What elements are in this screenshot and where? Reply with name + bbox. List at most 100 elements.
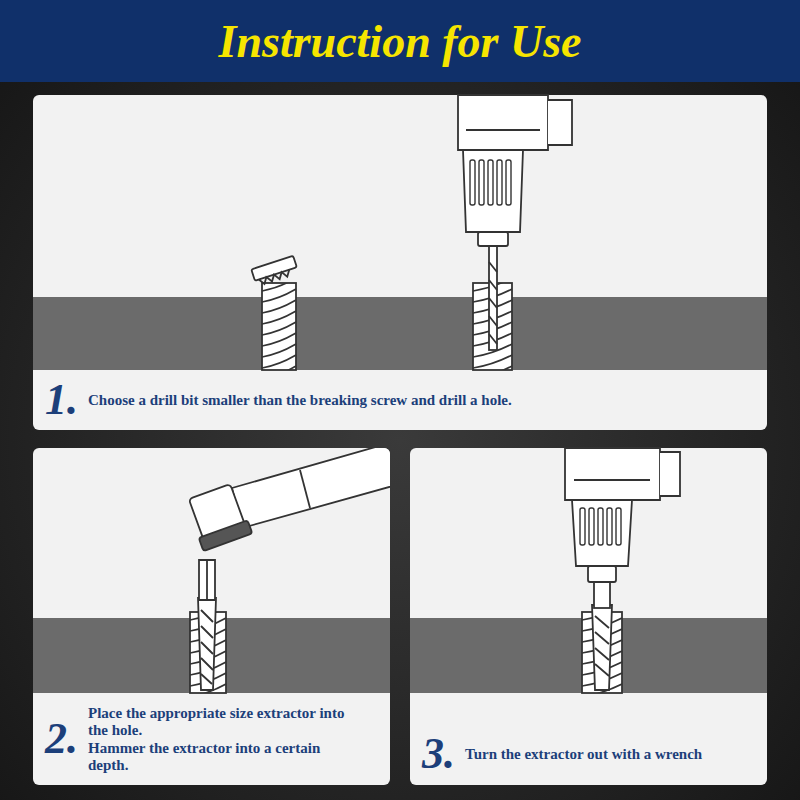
broken-screw bbox=[251, 256, 298, 287]
screw-being-drilled bbox=[473, 283, 512, 291]
ground-band bbox=[33, 618, 390, 693]
hammer bbox=[300, 470, 310, 508]
broken-screw bbox=[251, 256, 297, 281]
screw-with-extractor bbox=[582, 612, 622, 693]
screw-with-extractor bbox=[190, 651, 226, 664]
screw-with-extractor bbox=[190, 640, 226, 653]
screw-with-extractor bbox=[206, 560, 208, 600]
step-instruction: Place the appropriate size extractor int… bbox=[88, 705, 355, 738]
screw-with-extractor bbox=[201, 610, 213, 684]
screw-with-extractor bbox=[190, 673, 226, 686]
step-panel: 3. Turn the extractor out with a wrench bbox=[410, 448, 767, 785]
screw-with-extractor bbox=[594, 580, 610, 608]
screw-being-drilled bbox=[473, 300, 512, 313]
hammer bbox=[185, 448, 390, 551]
broken-screw bbox=[262, 311, 296, 324]
drill bbox=[479, 160, 484, 205]
step-number: 3. bbox=[422, 732, 455, 776]
screw-with-extractor bbox=[190, 560, 226, 708]
drill bbox=[660, 452, 680, 496]
screw-being-drilled bbox=[473, 366, 512, 370]
screw-with-extractor bbox=[582, 612, 622, 693]
screw-with-extractor bbox=[190, 629, 226, 642]
broken-screw bbox=[262, 333, 296, 346]
screw-with-extractor bbox=[582, 640, 622, 653]
hammer bbox=[189, 484, 247, 544]
screw-with-extractor bbox=[582, 629, 622, 642]
drill bbox=[616, 508, 621, 545]
step-number: 2. bbox=[45, 717, 78, 761]
drill bbox=[478, 232, 508, 246]
step-number: 1. bbox=[45, 378, 78, 422]
header-band: Instruction for Use bbox=[0, 0, 800, 82]
screw-with-extractor bbox=[190, 684, 226, 693]
hammer bbox=[232, 448, 390, 528]
broken-screw bbox=[262, 300, 296, 313]
screw-with-extractor bbox=[199, 560, 215, 600]
drill bbox=[580, 508, 621, 545]
drill bbox=[466, 129, 540, 131]
screw-with-extractor bbox=[582, 612, 622, 620]
screw-being-drilled bbox=[473, 267, 512, 379]
broken-screw bbox=[259, 270, 291, 286]
illustration bbox=[185, 448, 390, 551]
drill bbox=[565, 448, 680, 582]
ground-band bbox=[33, 297, 767, 370]
screw-being-drilled bbox=[473, 355, 512, 368]
broken-screw bbox=[262, 366, 296, 370]
drill bbox=[458, 95, 572, 350]
drill bbox=[580, 508, 585, 545]
screw-with-extractor bbox=[582, 651, 622, 664]
screw-being-drilled bbox=[473, 283, 512, 370]
screw-being-drilled bbox=[473, 289, 512, 302]
screw-with-extractor bbox=[592, 605, 612, 690]
drill bbox=[607, 508, 612, 545]
step-instruction: Choose a drill bit smaller than the brea… bbox=[88, 392, 512, 409]
screw-being-drilled bbox=[473, 322, 512, 335]
drill bbox=[497, 160, 502, 205]
page-title: Instruction for Use bbox=[219, 15, 582, 68]
screw-being-drilled bbox=[473, 333, 512, 346]
broken-screw bbox=[262, 355, 296, 368]
drill bbox=[506, 160, 511, 205]
hammer bbox=[185, 483, 252, 552]
drill bbox=[572, 500, 632, 566]
drill bbox=[470, 160, 511, 205]
hammer bbox=[199, 520, 253, 551]
drill bbox=[589, 508, 594, 545]
drill bbox=[548, 100, 572, 145]
broken-screw bbox=[251, 256, 298, 379]
drill bbox=[489, 262, 497, 344]
screw-with-extractor bbox=[190, 618, 226, 631]
broken-screw bbox=[262, 322, 296, 335]
screw-being-drilled bbox=[473, 283, 512, 370]
drill bbox=[574, 479, 650, 481]
step-instruction: Turn the extractor out with a wrench bbox=[465, 746, 702, 763]
screw-with-extractor bbox=[582, 580, 622, 708]
screw-with-extractor bbox=[190, 612, 226, 620]
drill bbox=[565, 448, 660, 500]
broken-screw bbox=[262, 283, 296, 291]
screw-with-extractor bbox=[582, 662, 622, 675]
screw-with-extractor bbox=[582, 618, 622, 631]
screw-being-drilled bbox=[473, 311, 512, 324]
drill bbox=[458, 95, 548, 150]
drill bbox=[470, 160, 475, 205]
step-panel: 1. Choose a drill bit smaller than the br… bbox=[33, 95, 767, 430]
drill bbox=[463, 150, 523, 232]
drill bbox=[588, 566, 616, 582]
ground-band bbox=[410, 618, 767, 693]
step-instruction: Hammer the extractor into a certain dept… bbox=[88, 740, 355, 773]
screw-with-extractor bbox=[190, 612, 226, 693]
screw-with-extractor bbox=[595, 616, 609, 676]
screw-with-extractor bbox=[582, 673, 622, 686]
screw-with-extractor bbox=[190, 662, 226, 675]
step-panel: 2. Place the appropriate size extractor i… bbox=[33, 448, 390, 785]
drill bbox=[598, 508, 603, 545]
screw-with-extractor bbox=[198, 598, 216, 690]
broken-screw bbox=[262, 289, 296, 302]
broken-screw bbox=[262, 283, 296, 370]
broken-screw bbox=[262, 344, 296, 357]
screw-with-extractor bbox=[582, 684, 622, 693]
screw-being-drilled bbox=[473, 344, 512, 357]
